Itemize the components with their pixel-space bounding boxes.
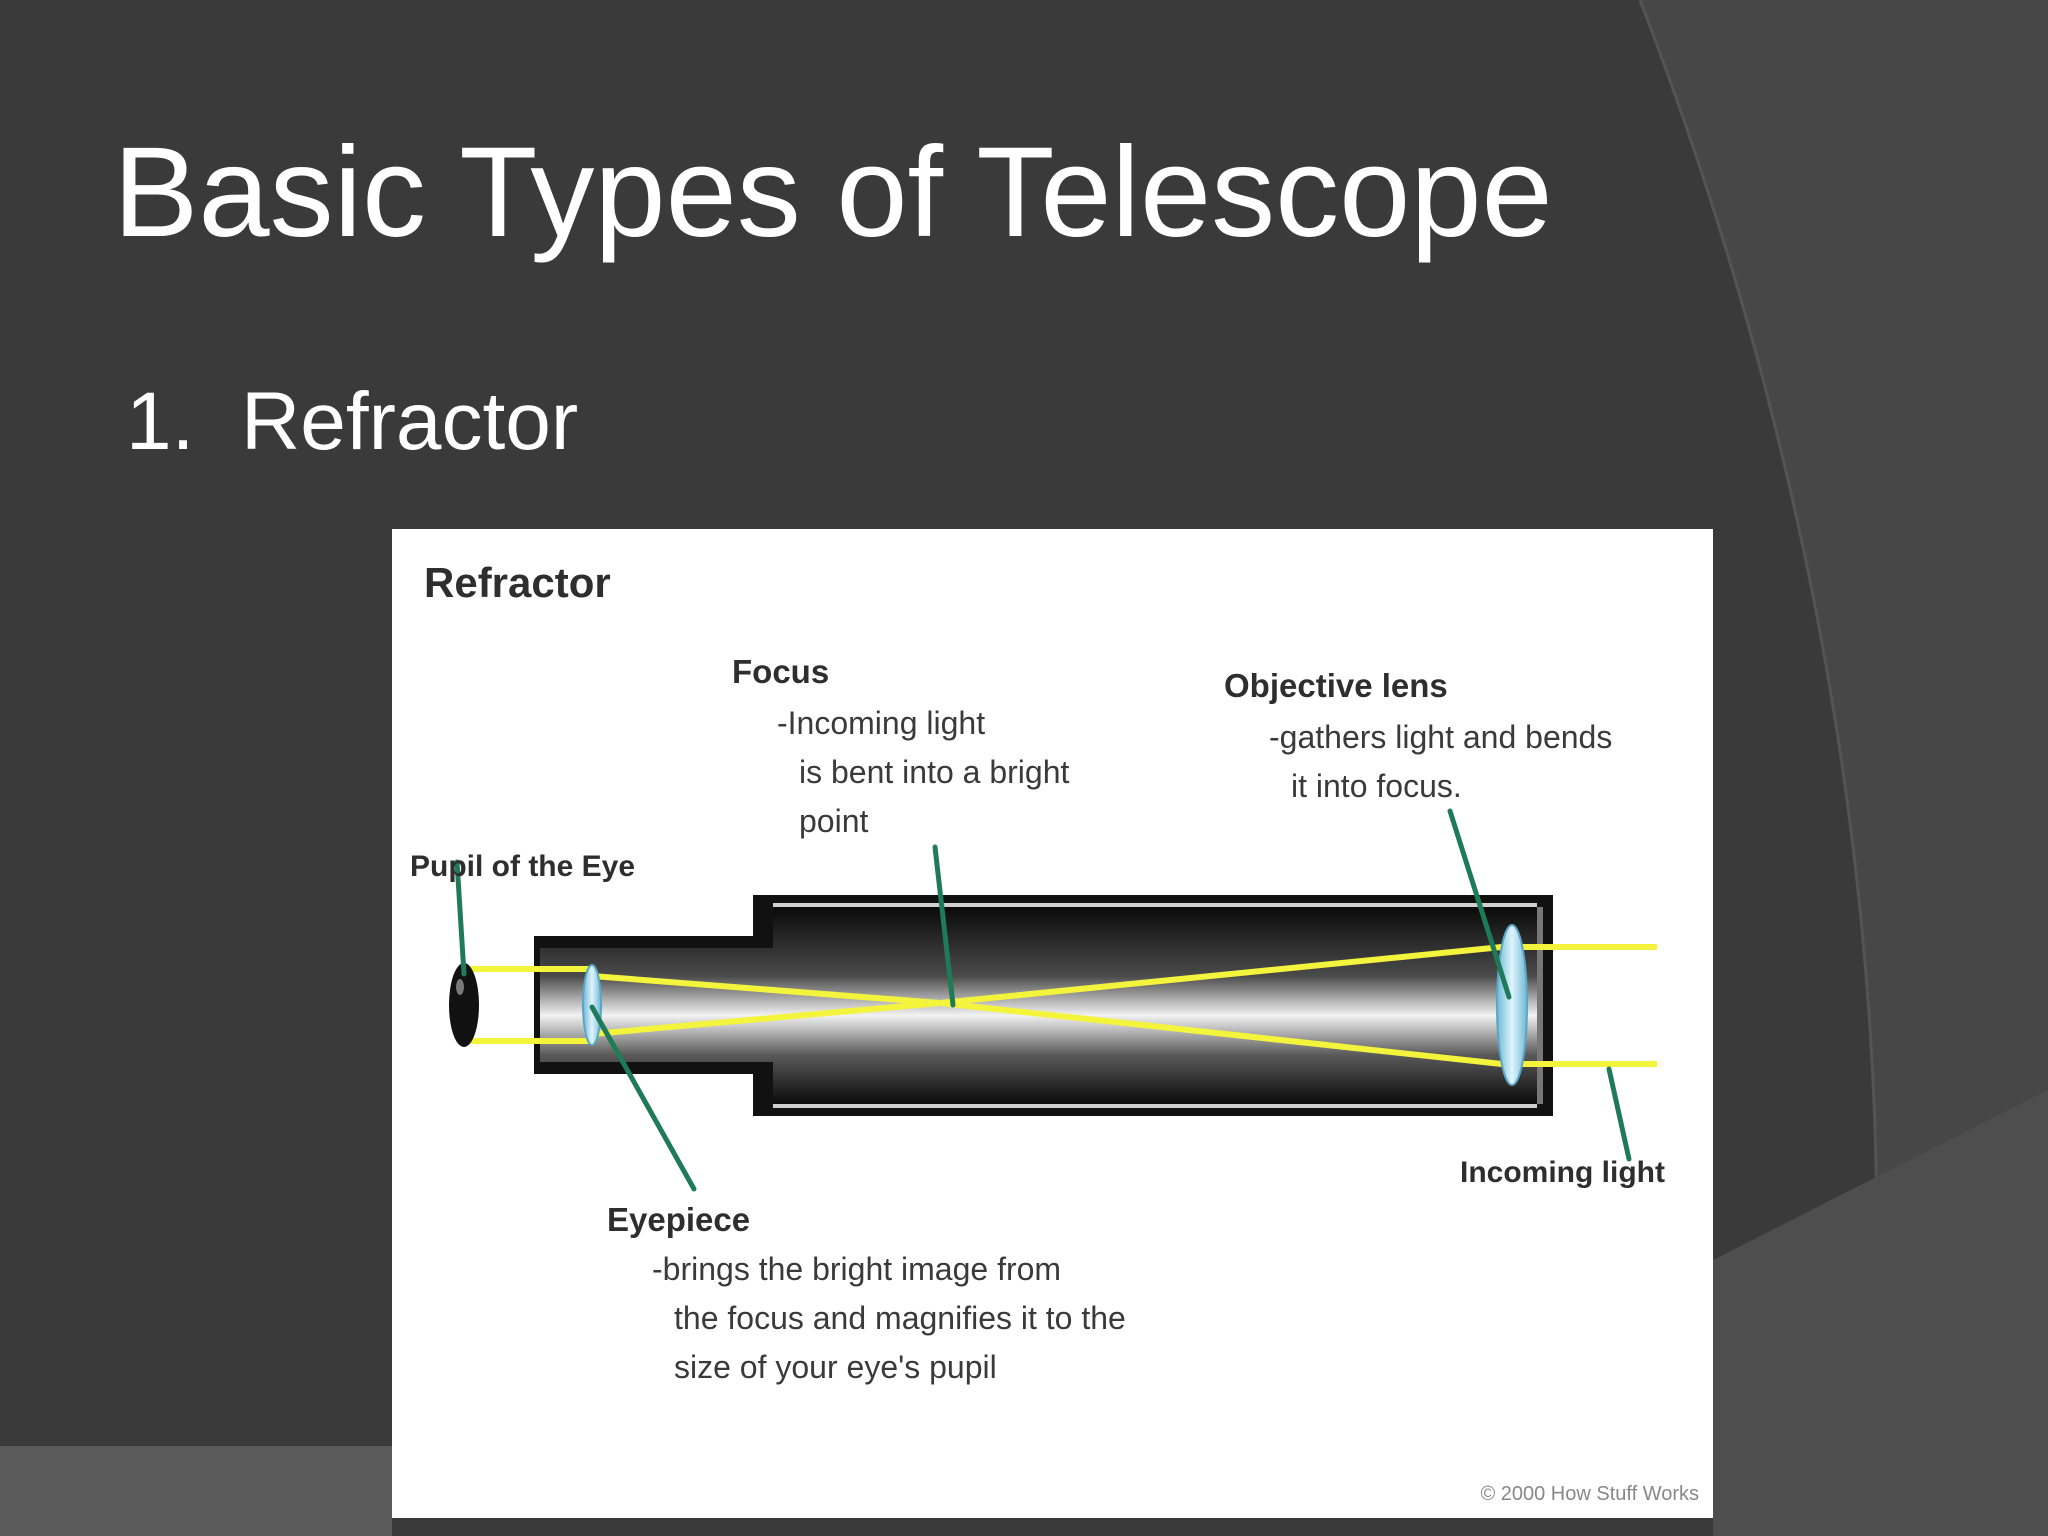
eyepiece-description: -brings the bright image from the focus …	[652, 1245, 1126, 1392]
eyepiece-label: Eyepiece	[607, 1201, 751, 1238]
focus-desc-line: is bent into a bright	[799, 754, 1070, 790]
focus-label: Focus	[732, 653, 830, 690]
diagram-title: Refractor	[424, 559, 611, 606]
objective-lens	[1496, 924, 1528, 1086]
pupil-pointer	[454, 859, 467, 977]
objective-pointer	[1447, 808, 1512, 1000]
incoming-light-label: Incoming light	[1460, 1156, 1665, 1189]
focus-description: -Incoming light is bent into a bright po…	[777, 699, 1069, 846]
pointer-lines	[454, 808, 1632, 1192]
objective-desc-line: -gathers light and bends	[1269, 719, 1613, 755]
focus-desc-line: -Incoming light	[777, 705, 986, 741]
eyepiece-pointer	[589, 1004, 697, 1192]
objective-lens-description: -gathers light and bends it into focus.	[1269, 713, 1612, 811]
objective-lens-label: Objective lens	[1224, 667, 1448, 704]
refractor-diagram: Refractor Focus -Incoming light is bent …	[392, 529, 1713, 1518]
pupil-label: Pupil of the Eye	[410, 850, 636, 883]
incoming-light-pointer	[1606, 1066, 1632, 1162]
eyepiece-desc-line: the focus and magnifies it to the	[674, 1300, 1126, 1336]
telescope-illustration	[449, 808, 1657, 1192]
focus-desc-line: point	[799, 803, 869, 839]
light-rays	[462, 944, 1657, 1067]
bullet-text: Refractor	[241, 376, 579, 467]
bullet-number: 1.	[126, 376, 195, 467]
focus-pointer	[932, 844, 956, 1008]
slide-title: Basic Types of Telescope	[113, 121, 1553, 264]
copyright-notice: © 2000 How Stuff Works	[1480, 1483, 1699, 1505]
eyepiece-desc-line: size of your eye's pupil	[674, 1349, 997, 1385]
converging-ray-bottom	[591, 999, 1503, 1067]
eyepiece-desc-line: -brings the bright image from	[652, 1251, 1062, 1287]
telescope-tube-body	[540, 907, 1537, 1104]
objective-desc-line: it into focus.	[1291, 768, 1462, 804]
bullet-item-refractor: 1. Refractor	[126, 372, 578, 472]
